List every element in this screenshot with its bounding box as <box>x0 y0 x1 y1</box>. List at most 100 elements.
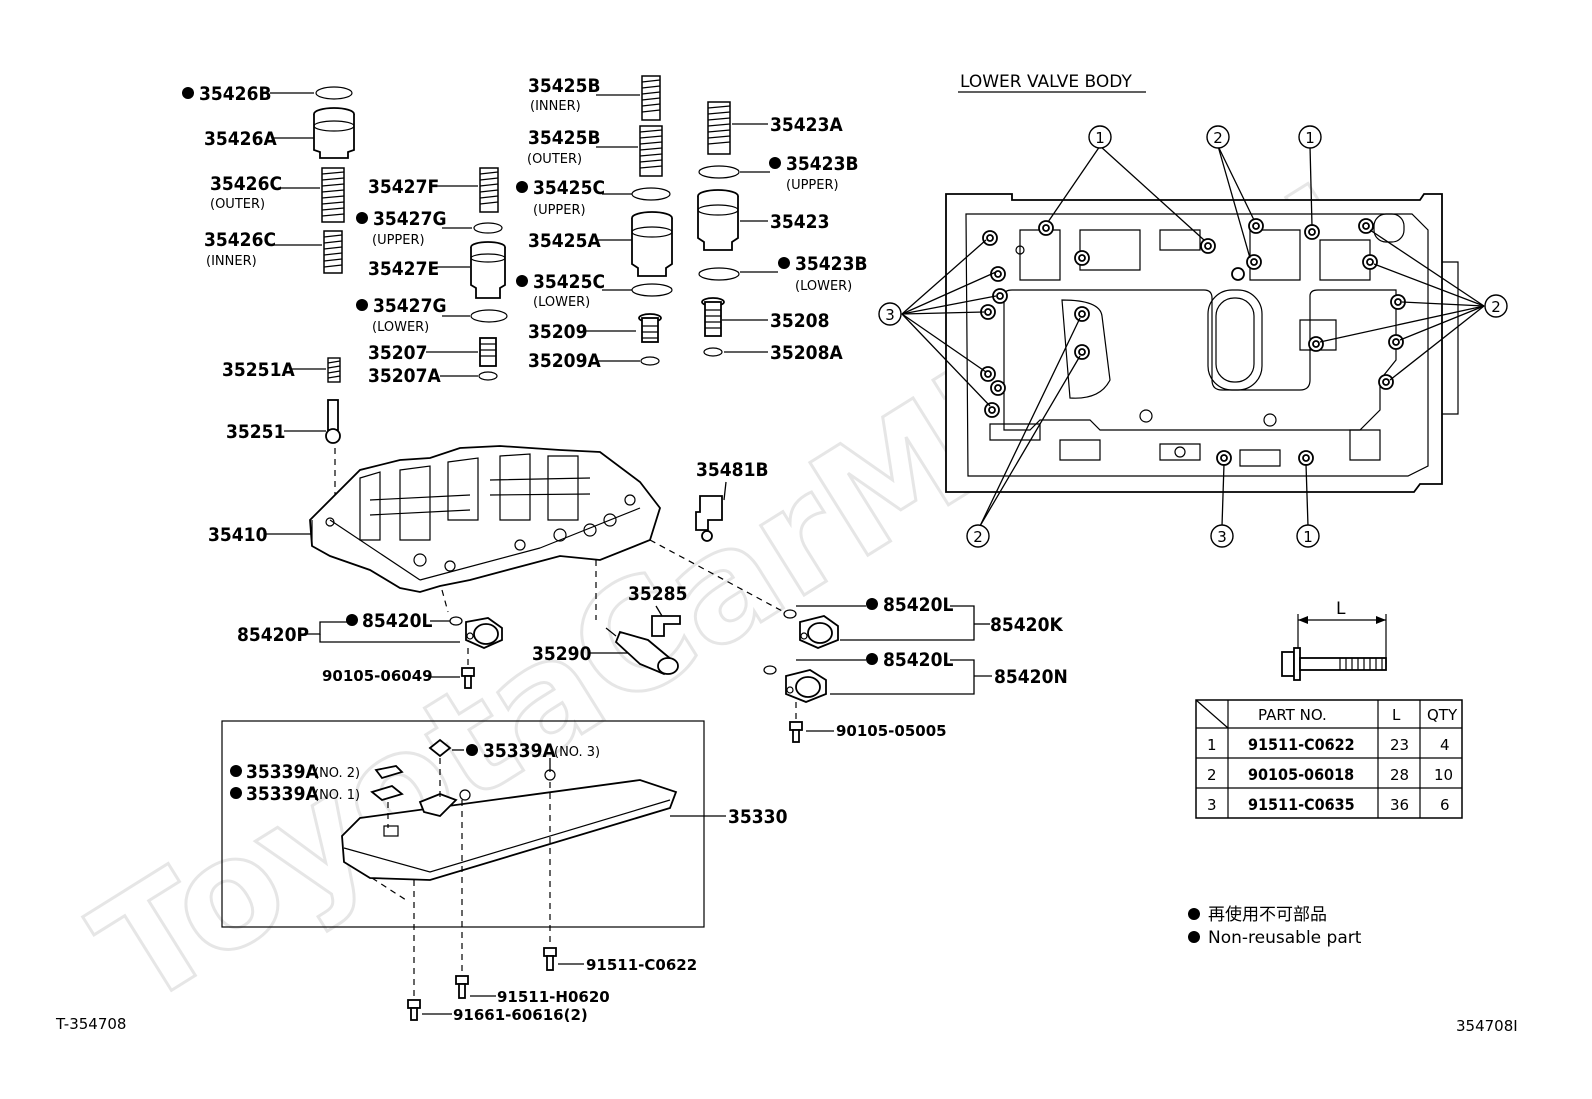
non-reusable-dot <box>1188 931 1200 943</box>
table-row[interactable]: 3 91511-C0635 36 6 <box>1207 795 1450 814</box>
label-35209[interactable]: 35209 <box>528 321 587 343</box>
sub-inner-2: (INNER) <box>530 99 581 114</box>
dimension-l-label: L <box>1336 599 1346 619</box>
spring-icon <box>323 230 343 274</box>
label-35427F[interactable]: 35427F <box>368 176 439 198</box>
svg-text:3: 3 <box>1217 528 1227 546</box>
callout-2-right[interactable]: 2 <box>1484 294 1508 318</box>
svg-text:2: 2 <box>1207 766 1217 784</box>
o-ring-icon <box>763 665 777 675</box>
label-35425A[interactable]: 35425A <box>528 230 601 252</box>
label-91511-C0622[interactable]: 91511-C0622 <box>586 956 697 974</box>
table-row[interactable]: 1 91511-C0622 23 4 <box>1207 735 1450 754</box>
label-35207A[interactable]: 35207A <box>368 365 441 387</box>
label-35285[interactable]: 35285 <box>628 583 687 605</box>
label-35208[interactable]: 35208 <box>770 310 829 332</box>
th-length: L <box>1392 706 1401 724</box>
label-85420L-3[interactable]: 85420L <box>883 649 953 671</box>
label-35425B-inner[interactable]: 35425B <box>528 75 601 97</box>
th-part-no: PART NO. <box>1258 706 1327 724</box>
part-group-35423: 35423A 35423B (UPPER) 35423 35423B (LOWE… <box>697 101 868 364</box>
callout-2-bottom[interactable]: 2 <box>966 524 990 548</box>
label-85420N[interactable]: 85420N <box>994 666 1068 688</box>
non-reusable-dot <box>778 257 790 269</box>
bolt-length-diagram: L <box>1281 599 1387 681</box>
svg-text:91511-C0635: 91511-C0635 <box>1248 795 1355 814</box>
label-35410[interactable]: 35410 <box>208 524 268 546</box>
label-35339A-no2[interactable]: 35339A <box>246 761 319 783</box>
clip-icon <box>651 615 681 637</box>
svg-text:2: 2 <box>1491 298 1501 316</box>
part-group-35426: 35426B 35426A 35426C (OUTER) 35426C (INN… <box>182 83 355 274</box>
label-85420L-1[interactable]: 85420L <box>362 610 432 632</box>
svg-text:1: 1 <box>1095 129 1105 147</box>
label-35207[interactable]: 35207 <box>368 342 427 364</box>
label-35339A-no1[interactable]: 35339A <box>246 783 319 805</box>
label-35426B[interactable]: 35426B <box>199 83 272 105</box>
label-90105-06049[interactable]: 90105-06049 <box>322 667 433 685</box>
label-35209A[interactable]: 35209A <box>528 350 601 372</box>
o-ring-icon <box>449 616 463 626</box>
label-85420K[interactable]: 85420K <box>990 614 1063 636</box>
label-35251A[interactable]: 35251A <box>222 359 295 381</box>
label-35427G-lower[interactable]: 35427G <box>373 295 447 317</box>
th-qty: QTY <box>1427 706 1458 724</box>
sleeve-icon <box>470 241 506 299</box>
non-reusable-dot <box>182 87 194 99</box>
callout-leaders <box>901 145 1485 527</box>
doc-id-left: T-354708 <box>55 1015 126 1033</box>
sleeve-icon <box>631 211 673 277</box>
o-ring-icon <box>315 86 353 100</box>
doc-id-right: 354708I <box>1456 1017 1518 1035</box>
label-35208A[interactable]: 35208A <box>770 342 843 364</box>
sub-inner-1: (INNER) <box>206 254 257 269</box>
callout-2-top[interactable]: 2 <box>1206 125 1230 149</box>
bolt-icon <box>543 947 557 971</box>
label-35290[interactable]: 35290 <box>532 643 592 665</box>
non-reusable-dot <box>230 787 242 799</box>
oil-strainer-35330[interactable] <box>341 779 678 881</box>
label-85420L-2[interactable]: 85420L <box>883 594 953 616</box>
callout-1-top-left[interactable]: 1 <box>1088 125 1112 149</box>
label-35426A[interactable]: 35426A <box>204 128 277 150</box>
non-reusable-dot <box>866 598 878 610</box>
part-group-35481B: 35481B <box>695 459 769 542</box>
svg-text:6: 6 <box>1440 796 1450 814</box>
label-35423B-lower[interactable]: 35423B <box>795 253 868 275</box>
label-90105-05005[interactable]: 90105-05005 <box>836 722 947 740</box>
label-35427E[interactable]: 35427E <box>368 258 439 280</box>
callout-3-left[interactable]: 3 <box>878 302 902 326</box>
o-ring-icon <box>783 609 797 619</box>
label-35330[interactable]: 35330 <box>728 806 788 828</box>
spring-icon <box>707 101 731 155</box>
label-35423A[interactable]: 35423A <box>770 114 843 136</box>
svg-text:1: 1 <box>1305 129 1315 147</box>
label-35423[interactable]: 35423 <box>770 211 829 233</box>
callout-1-bottom[interactable]: 1 <box>1296 524 1320 548</box>
svg-text:2: 2 <box>973 528 983 546</box>
table-row[interactable]: 2 90105-06018 28 10 <box>1207 765 1453 784</box>
label-85420P[interactable]: 85420P <box>237 624 309 646</box>
sub-upper-3: (UPPER) <box>786 178 839 193</box>
part-group-35427: 35427F 35427G (UPPER) 35427E 35427G (LOW… <box>356 167 508 387</box>
sub-lower-2: (LOWER) <box>533 295 590 310</box>
label-35425C-lower[interactable]: 35425C <box>533 271 605 293</box>
label-35426C-outer[interactable]: 35426C <box>210 173 282 195</box>
callout-3-bottom[interactable]: 3 <box>1210 524 1234 548</box>
label-35339A-no3[interactable]: 35339A <box>483 740 556 762</box>
lower-valve-body-plate[interactable] <box>945 193 1443 493</box>
label-35423B-upper[interactable]: 35423B <box>786 153 859 175</box>
plug-icon <box>479 337 497 367</box>
label-35425C-upper[interactable]: 35425C <box>533 177 605 199</box>
label-35426C-inner[interactable]: 35426C <box>204 229 276 251</box>
label-35425B-outer[interactable]: 35425B <box>528 127 601 149</box>
label-35251[interactable]: 35251 <box>226 421 285 443</box>
label-91661-60616[interactable]: 91661-60616(2) <box>453 1006 588 1024</box>
svg-text:1: 1 <box>1207 736 1217 754</box>
label-35481B[interactable]: 35481B <box>696 459 769 481</box>
valve-body-35410[interactable]: 35410 <box>208 445 785 620</box>
callout-1-top-right[interactable]: 1 <box>1298 125 1322 149</box>
label-91511-H0620[interactable]: 91511-H0620 <box>497 988 610 1006</box>
sub-outer-1: (OUTER) <box>210 197 265 212</box>
label-35427G-upper[interactable]: 35427G <box>373 208 447 230</box>
